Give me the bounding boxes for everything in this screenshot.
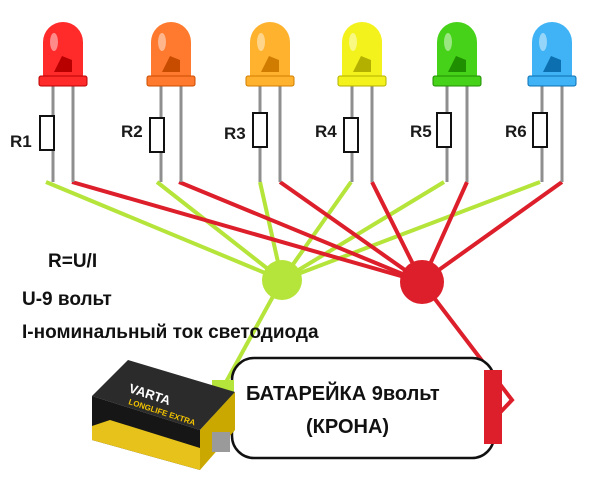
led-rim-orange <box>146 75 196 87</box>
led-body-blue <box>532 22 572 78</box>
formula-line-3: I-номинальный ток светодиода <box>22 322 319 343</box>
resistor-label-r4: R4 <box>315 122 337 141</box>
led-row <box>38 22 577 182</box>
resistor-label-r2: R2 <box>121 122 143 141</box>
led-highlight-orange <box>158 33 166 51</box>
wire-neg-1 <box>45 180 283 282</box>
resistor-4 <box>343 117 359 153</box>
wire-neg-trunk <box>218 279 284 394</box>
battery-9v: VARTA LONGLIFE EXTRA <box>92 360 235 470</box>
led-die-blue <box>543 56 561 72</box>
led-highlight-red <box>50 33 58 51</box>
resistor-5 <box>436 112 452 148</box>
battery-terminal-cap <box>212 432 230 452</box>
battery-top-face <box>92 360 235 430</box>
led-body-red <box>43 22 83 78</box>
resistor-6 <box>532 112 548 148</box>
led-body-orange <box>151 22 191 78</box>
formula-line-1: R=U/I <box>48 251 97 272</box>
resistor-3 <box>252 112 268 148</box>
resistor-label-r1: R1 <box>10 132 32 151</box>
led-body-green <box>437 22 477 78</box>
led-highlight-amber <box>257 33 265 51</box>
led-highlight-green <box>444 33 452 51</box>
negative-node <box>262 260 302 300</box>
wire-pos-1 <box>71 180 423 284</box>
resistor-label-r3: R3 <box>224 124 246 143</box>
resistor-1 <box>39 115 55 151</box>
led-rim-green <box>432 75 482 87</box>
battery-label-line-2: (КРОНА) <box>306 416 389 438</box>
resistor-2 <box>149 117 165 153</box>
formula-line-2: U-9 вольт <box>22 289 112 310</box>
led-rim-amber <box>245 75 295 87</box>
led-rim-blue <box>527 75 577 87</box>
wire-neg-6 <box>281 180 541 282</box>
led-die-orange <box>162 56 180 72</box>
battery-label-line-1: БАТАРЕЙКА 9вольт <box>246 381 440 405</box>
led-highlight-blue <box>539 33 547 51</box>
wire-neg-5 <box>280 180 446 282</box>
negative-wires <box>45 180 541 394</box>
resistor-label-r6: R6 <box>505 122 527 141</box>
positive-terminal <box>484 370 502 444</box>
wire-neg-2 <box>155 180 284 282</box>
battery-right-face <box>200 392 235 470</box>
wire-pos-2 <box>178 180 423 284</box>
positive-node <box>400 260 444 304</box>
led-die-red <box>54 56 72 72</box>
wire-pos-6 <box>420 180 564 284</box>
led-body-yellow <box>342 22 382 78</box>
led-body-amber <box>250 22 290 78</box>
resistor-label-r5: R5 <box>410 122 432 141</box>
led-highlight-yellow <box>349 33 357 51</box>
led-die-yellow <box>353 56 371 72</box>
led-rim-yellow <box>337 75 387 87</box>
led-die-amber <box>261 56 279 72</box>
led-die-green <box>448 56 466 72</box>
battery-gold-band <box>92 420 200 470</box>
wire-pos-3 <box>278 180 424 284</box>
led-rim-red <box>38 75 88 87</box>
battery-label-box <box>230 356 496 460</box>
